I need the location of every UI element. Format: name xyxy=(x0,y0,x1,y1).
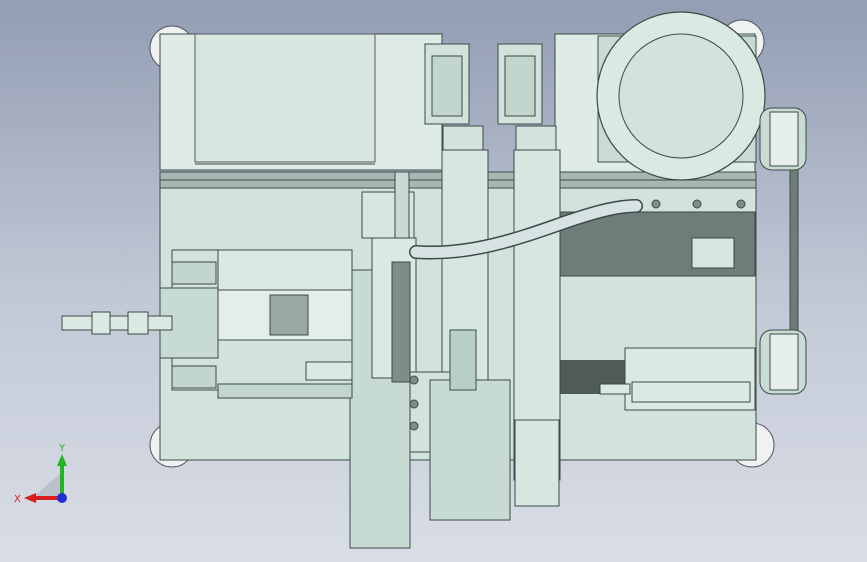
central-mechanism xyxy=(349,171,560,549)
axis-triad: Y X xyxy=(14,443,67,505)
bolts xyxy=(409,199,746,431)
left-assembly xyxy=(159,249,353,399)
right-cylinder xyxy=(599,347,756,411)
y-axis-arrow xyxy=(57,454,67,466)
x-axis-arrow xyxy=(24,493,36,503)
left-rod xyxy=(61,311,173,335)
main-motor xyxy=(596,11,766,181)
small-cylinder xyxy=(305,361,353,381)
z-axis-dot xyxy=(57,493,67,503)
y-axis-label: Y xyxy=(58,443,66,454)
x-axis-label: X xyxy=(14,494,21,505)
triad-base xyxy=(32,472,62,498)
pulley-belt xyxy=(759,107,807,395)
